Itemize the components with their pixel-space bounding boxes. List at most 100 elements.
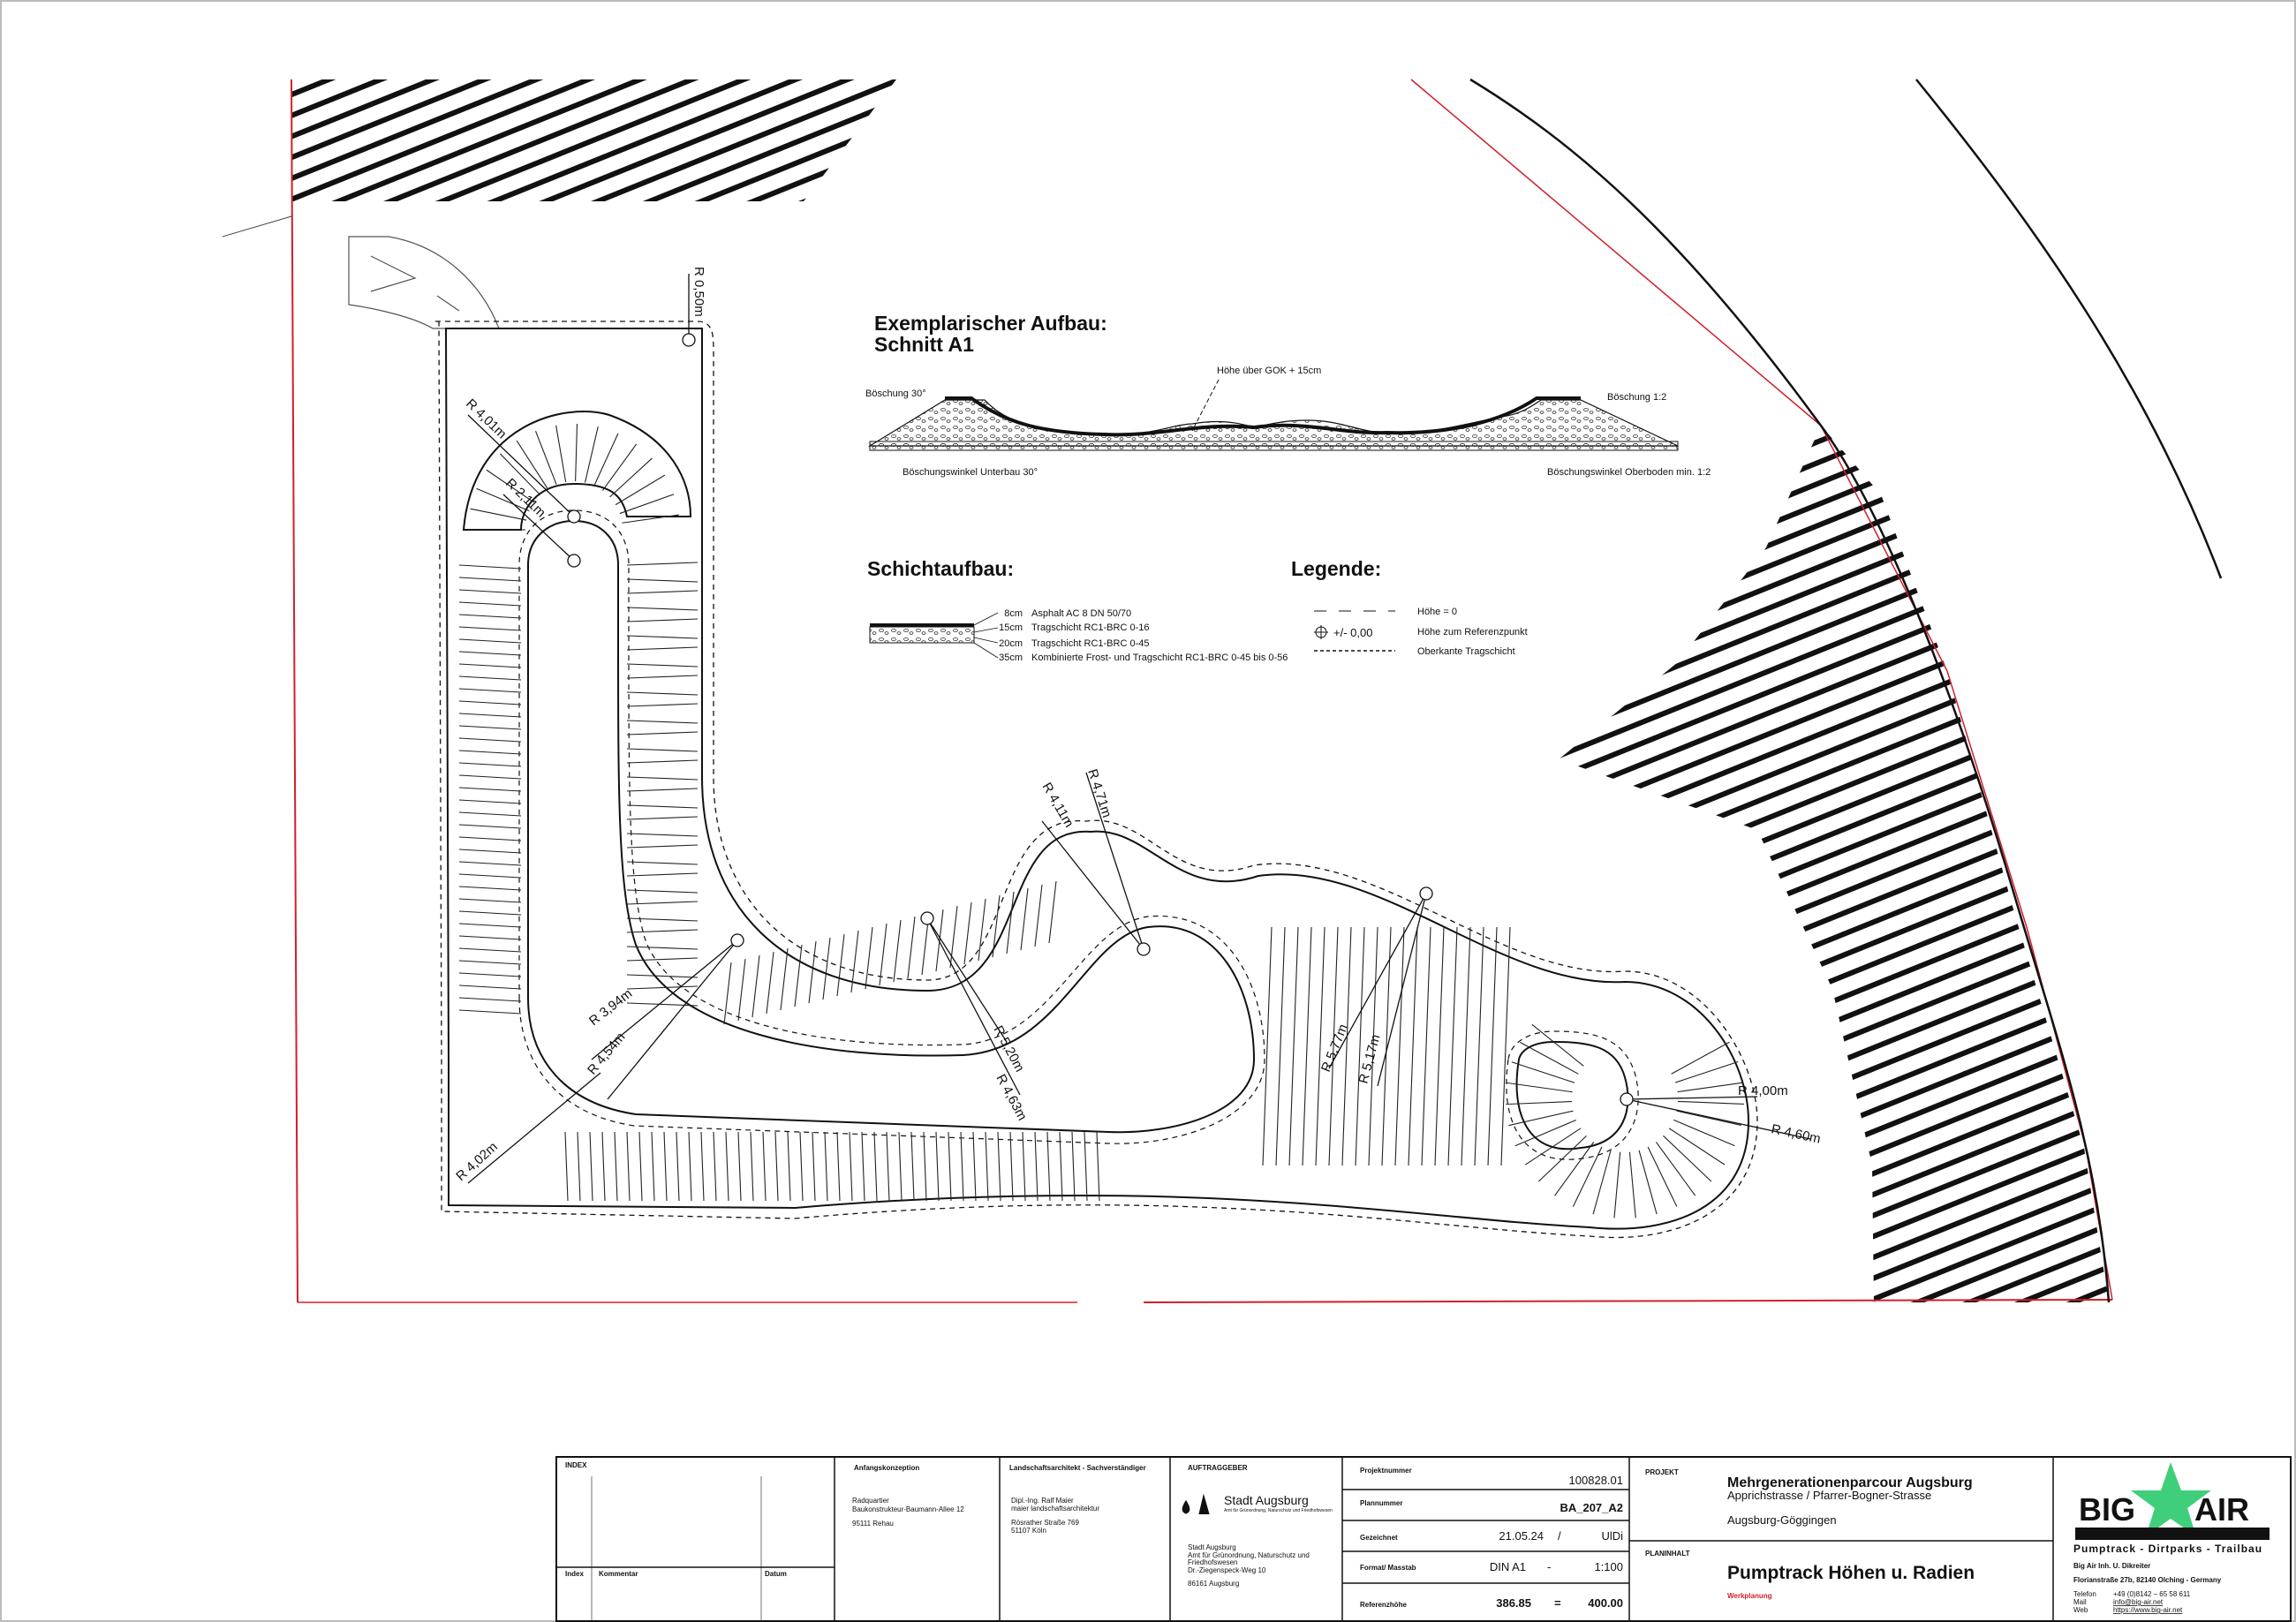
slope-tick: [626, 691, 699, 696]
slope-tick: [688, 1131, 692, 1202]
slope-tick: [458, 824, 522, 829]
slope-tick: [626, 833, 699, 837]
slope-tick: [458, 886, 522, 891]
layer-2-desc: Tragschicht RC1-BRC 0-16: [1031, 622, 1149, 633]
slope-tick: [626, 1131, 631, 1202]
layer-4-thickness: 35cm: [999, 653, 1023, 663]
slope-tick: [1677, 1100, 1744, 1105]
slope-tick: [949, 905, 958, 969]
client-line-4: Dr.-Ziegenspeck-Weg 10: [1188, 1566, 1266, 1574]
slope-tick: [1009, 1131, 1014, 1202]
slope-tick: [651, 1131, 655, 1202]
slope-tick: [907, 916, 916, 979]
index-col-index: Index: [565, 1570, 584, 1578]
slope-tick: [614, 1131, 618, 1202]
slope-tick: [985, 1131, 989, 1202]
slope-tick: [737, 958, 746, 1022]
slope-tick: [725, 1131, 729, 1202]
slope-tick: [1613, 1151, 1621, 1218]
plan-content-label: PLANINHALT: [1645, 1550, 1690, 1558]
slope-tick: [1647, 1146, 1678, 1207]
property-lines: [222, 78, 2223, 1303]
slope-tick: [626, 720, 699, 724]
dim-r454: R 4,54m: [585, 1030, 628, 1077]
slope-tick: [500, 453, 541, 495]
plan-content-title: Pumptrack Höhen u. Radien: [1727, 1563, 1975, 1583]
slope-tick: [799, 1131, 804, 1202]
company-address: Florianstraße 27b, 82140 Olching - Germa…: [2073, 1576, 2222, 1584]
slope-tick: [458, 811, 522, 817]
slope-tick: [1275, 926, 1286, 1166]
slope-tick: [751, 954, 760, 1018]
slope-tick: [458, 564, 522, 570]
slope-tick: [1020, 887, 1029, 951]
section-top-label: Höhe über GOK + 15cm: [1217, 366, 1321, 376]
slope-tick: [865, 926, 873, 990]
layer-2-thickness: 15cm: [999, 622, 1023, 633]
slope-tick: [1408, 926, 1418, 1166]
section-a1: Exemplarischer Aufbau: Schnitt A1 Höhe ü…: [865, 312, 1711, 478]
slope-tick: [1006, 891, 1015, 954]
slope-tick: [1034, 884, 1043, 947]
slope-tick: [1048, 880, 1057, 944]
layer-4-desc: Kombinierte Frost- und Tragschicht RC1-B…: [1031, 653, 1288, 663]
slope-tick: [458, 577, 522, 582]
slope-tick: [626, 731, 699, 736]
slope-tick: [458, 861, 522, 866]
slope-tick: [850, 930, 859, 993]
slope-tick: [824, 1131, 828, 1202]
plan-no: BA_207_A2: [1560, 1501, 1623, 1514]
slope-tick: [886, 1131, 890, 1202]
augsburg-logo-icon: [1182, 1493, 1210, 1515]
slope-tick: [948, 1131, 952, 1202]
slope-tick: [626, 816, 699, 820]
slope-tick: [458, 675, 522, 681]
slope-tick: [1572, 1146, 1603, 1207]
slope-tick: [1059, 1131, 1063, 1202]
slope-tick: [626, 635, 699, 639]
slope-tick: [780, 947, 789, 1011]
drawn-date: 21.05.24: [1499, 1529, 1544, 1543]
slope-tick: [458, 836, 522, 841]
architect-line-5: 51107 Köln: [1011, 1527, 1046, 1535]
slope-tick: [626, 901, 699, 905]
slope-tick: [1677, 1082, 1743, 1093]
slope-tick: [812, 1131, 816, 1202]
slope-tick: [458, 601, 522, 607]
slope-tick: [676, 1131, 680, 1202]
slope-tick: [849, 1131, 853, 1202]
slope-tick: [836, 933, 845, 997]
slope-tick: [1628, 1151, 1636, 1218]
slope-tick: [1638, 1150, 1658, 1215]
slope-tick: [935, 909, 944, 972]
slope-tick: [1676, 1110, 1741, 1126]
slope-tick: [1520, 1041, 1579, 1075]
slope-tick: [458, 873, 522, 879]
company-phone-label: Telefon: [2073, 1590, 2096, 1598]
slope-tick: [893, 919, 902, 983]
client-line-3: Friedhofswesen: [1188, 1558, 1237, 1566]
dim-r394: R 3,94m: [586, 986, 635, 1029]
slope-tick: [476, 487, 530, 512]
slope-tick: [1592, 1150, 1612, 1215]
slope-ticks: [458, 424, 1744, 1218]
slope-tick: [1262, 926, 1273, 1166]
hatched-area-right: [1559, 426, 2109, 1302]
slope-tick: [458, 713, 522, 718]
slope-tick: [960, 1131, 964, 1202]
dim-r401: R 4,01m: [463, 396, 510, 442]
slope-tick: [626, 917, 699, 922]
slope-tick: [713, 1131, 717, 1202]
slope-tick: [516, 440, 548, 490]
slope-tick: [626, 788, 699, 792]
slope-tick: [1034, 1131, 1038, 1202]
slope-tick: [626, 1002, 699, 1007]
slope-tick: [997, 1131, 1001, 1202]
slope-tick: [1655, 1142, 1696, 1196]
slope-tick: [1288, 926, 1299, 1166]
legend-item-2-symbol: +/- 0,00: [1333, 626, 1372, 639]
slope-tick: [601, 443, 638, 491]
slope-tick: [963, 902, 972, 965]
project-no: 100828.01: [1569, 1474, 1623, 1487]
